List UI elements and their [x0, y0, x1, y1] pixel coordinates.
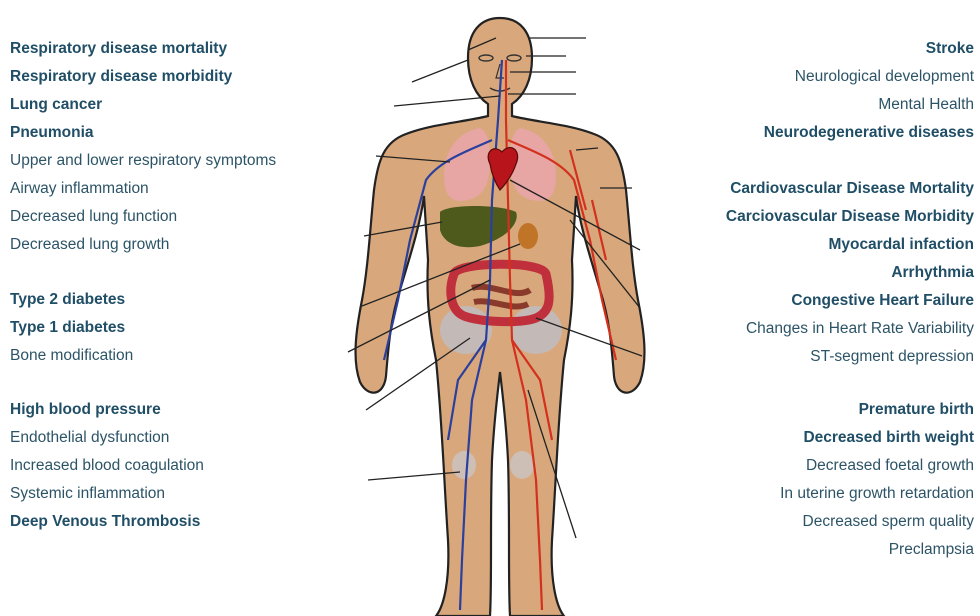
left-label: Decreased lung function [10, 207, 177, 227]
left-label: Airway inflammation [10, 179, 149, 199]
right-label: ST-segment depression [810, 347, 974, 367]
right-label: Neurological development [795, 67, 974, 87]
right-label: Carciovascular Disease Morbidity [726, 207, 974, 227]
left-label: Respiratory disease mortality [10, 39, 227, 59]
left-label: Lung cancer [10, 95, 102, 115]
right-label: Arrhythmia [891, 263, 974, 283]
left-label: Endothelial dysfunction [10, 428, 169, 448]
left-label: Systemic inflammation [10, 484, 165, 504]
right-label: In uterine growth retardation [780, 484, 974, 504]
right-label: Mental Health [878, 95, 974, 115]
right-label: Neurodegenerative diseases [764, 123, 974, 143]
left-label: Respiratory disease morbidity [10, 67, 232, 87]
left-label: Type 1 diabetes [10, 318, 125, 338]
left-label: Bone modification [10, 346, 133, 366]
right-label: Congestive Heart Failure [791, 291, 974, 311]
human-body-figure [340, 0, 660, 616]
right-label: Changes in Heart Rate Variability [746, 319, 974, 339]
right-label: Preclampsia [889, 540, 974, 560]
right-label: Premature birth [859, 400, 974, 420]
left-label: Upper and lower respiratory symptoms [10, 151, 276, 171]
right-label: Decreased foetal growth [806, 456, 974, 476]
right-label: Stroke [926, 39, 974, 59]
left-label: High blood pressure [10, 400, 161, 420]
kidney [518, 223, 538, 249]
left-label: Deep Venous Thrombosis [10, 512, 200, 532]
right-label: Decreased birth weight [803, 428, 974, 448]
left-label: Pneumonia [10, 123, 94, 143]
right-label: Cardiovascular Disease Mortality [730, 179, 974, 199]
left-label: Decreased lung growth [10, 235, 169, 255]
right-label: Myocardal infaction [828, 235, 974, 255]
left-label: Increased blood coagulation [10, 456, 204, 476]
left-label: Type 2 diabetes [10, 290, 125, 310]
right-label: Decreased sperm quality [803, 512, 974, 532]
